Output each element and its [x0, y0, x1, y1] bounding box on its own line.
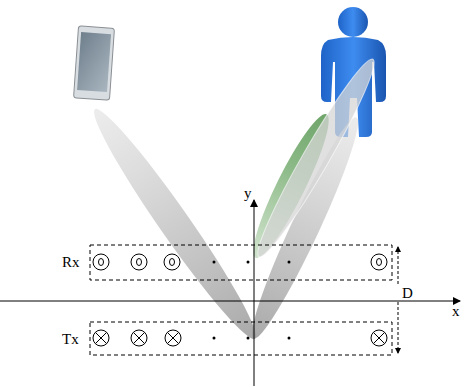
d-dimension-line	[398, 247, 399, 284]
y-axis	[254, 200, 255, 386]
tx-array-box	[90, 322, 392, 355]
rx-antennas	[93, 254, 387, 270]
x-axis	[0, 301, 460, 302]
beam-to-phone	[83, 101, 268, 348]
tx-antennas	[93, 330, 387, 346]
axis-label: y	[244, 186, 252, 201]
d-dimension-line	[398, 302, 399, 353]
rx-array-box	[90, 245, 392, 280]
array-label: Rx	[62, 255, 80, 270]
rx-ellipsis-dots	[213, 261, 291, 264]
axis-label: x	[452, 304, 460, 319]
tx-ellipsis-dots	[213, 337, 291, 340]
dimension-label: D	[402, 286, 413, 301]
phone-icon	[74, 26, 115, 100]
rx-beam-to-person	[248, 53, 385, 263]
array-label: Tx	[62, 332, 79, 347]
